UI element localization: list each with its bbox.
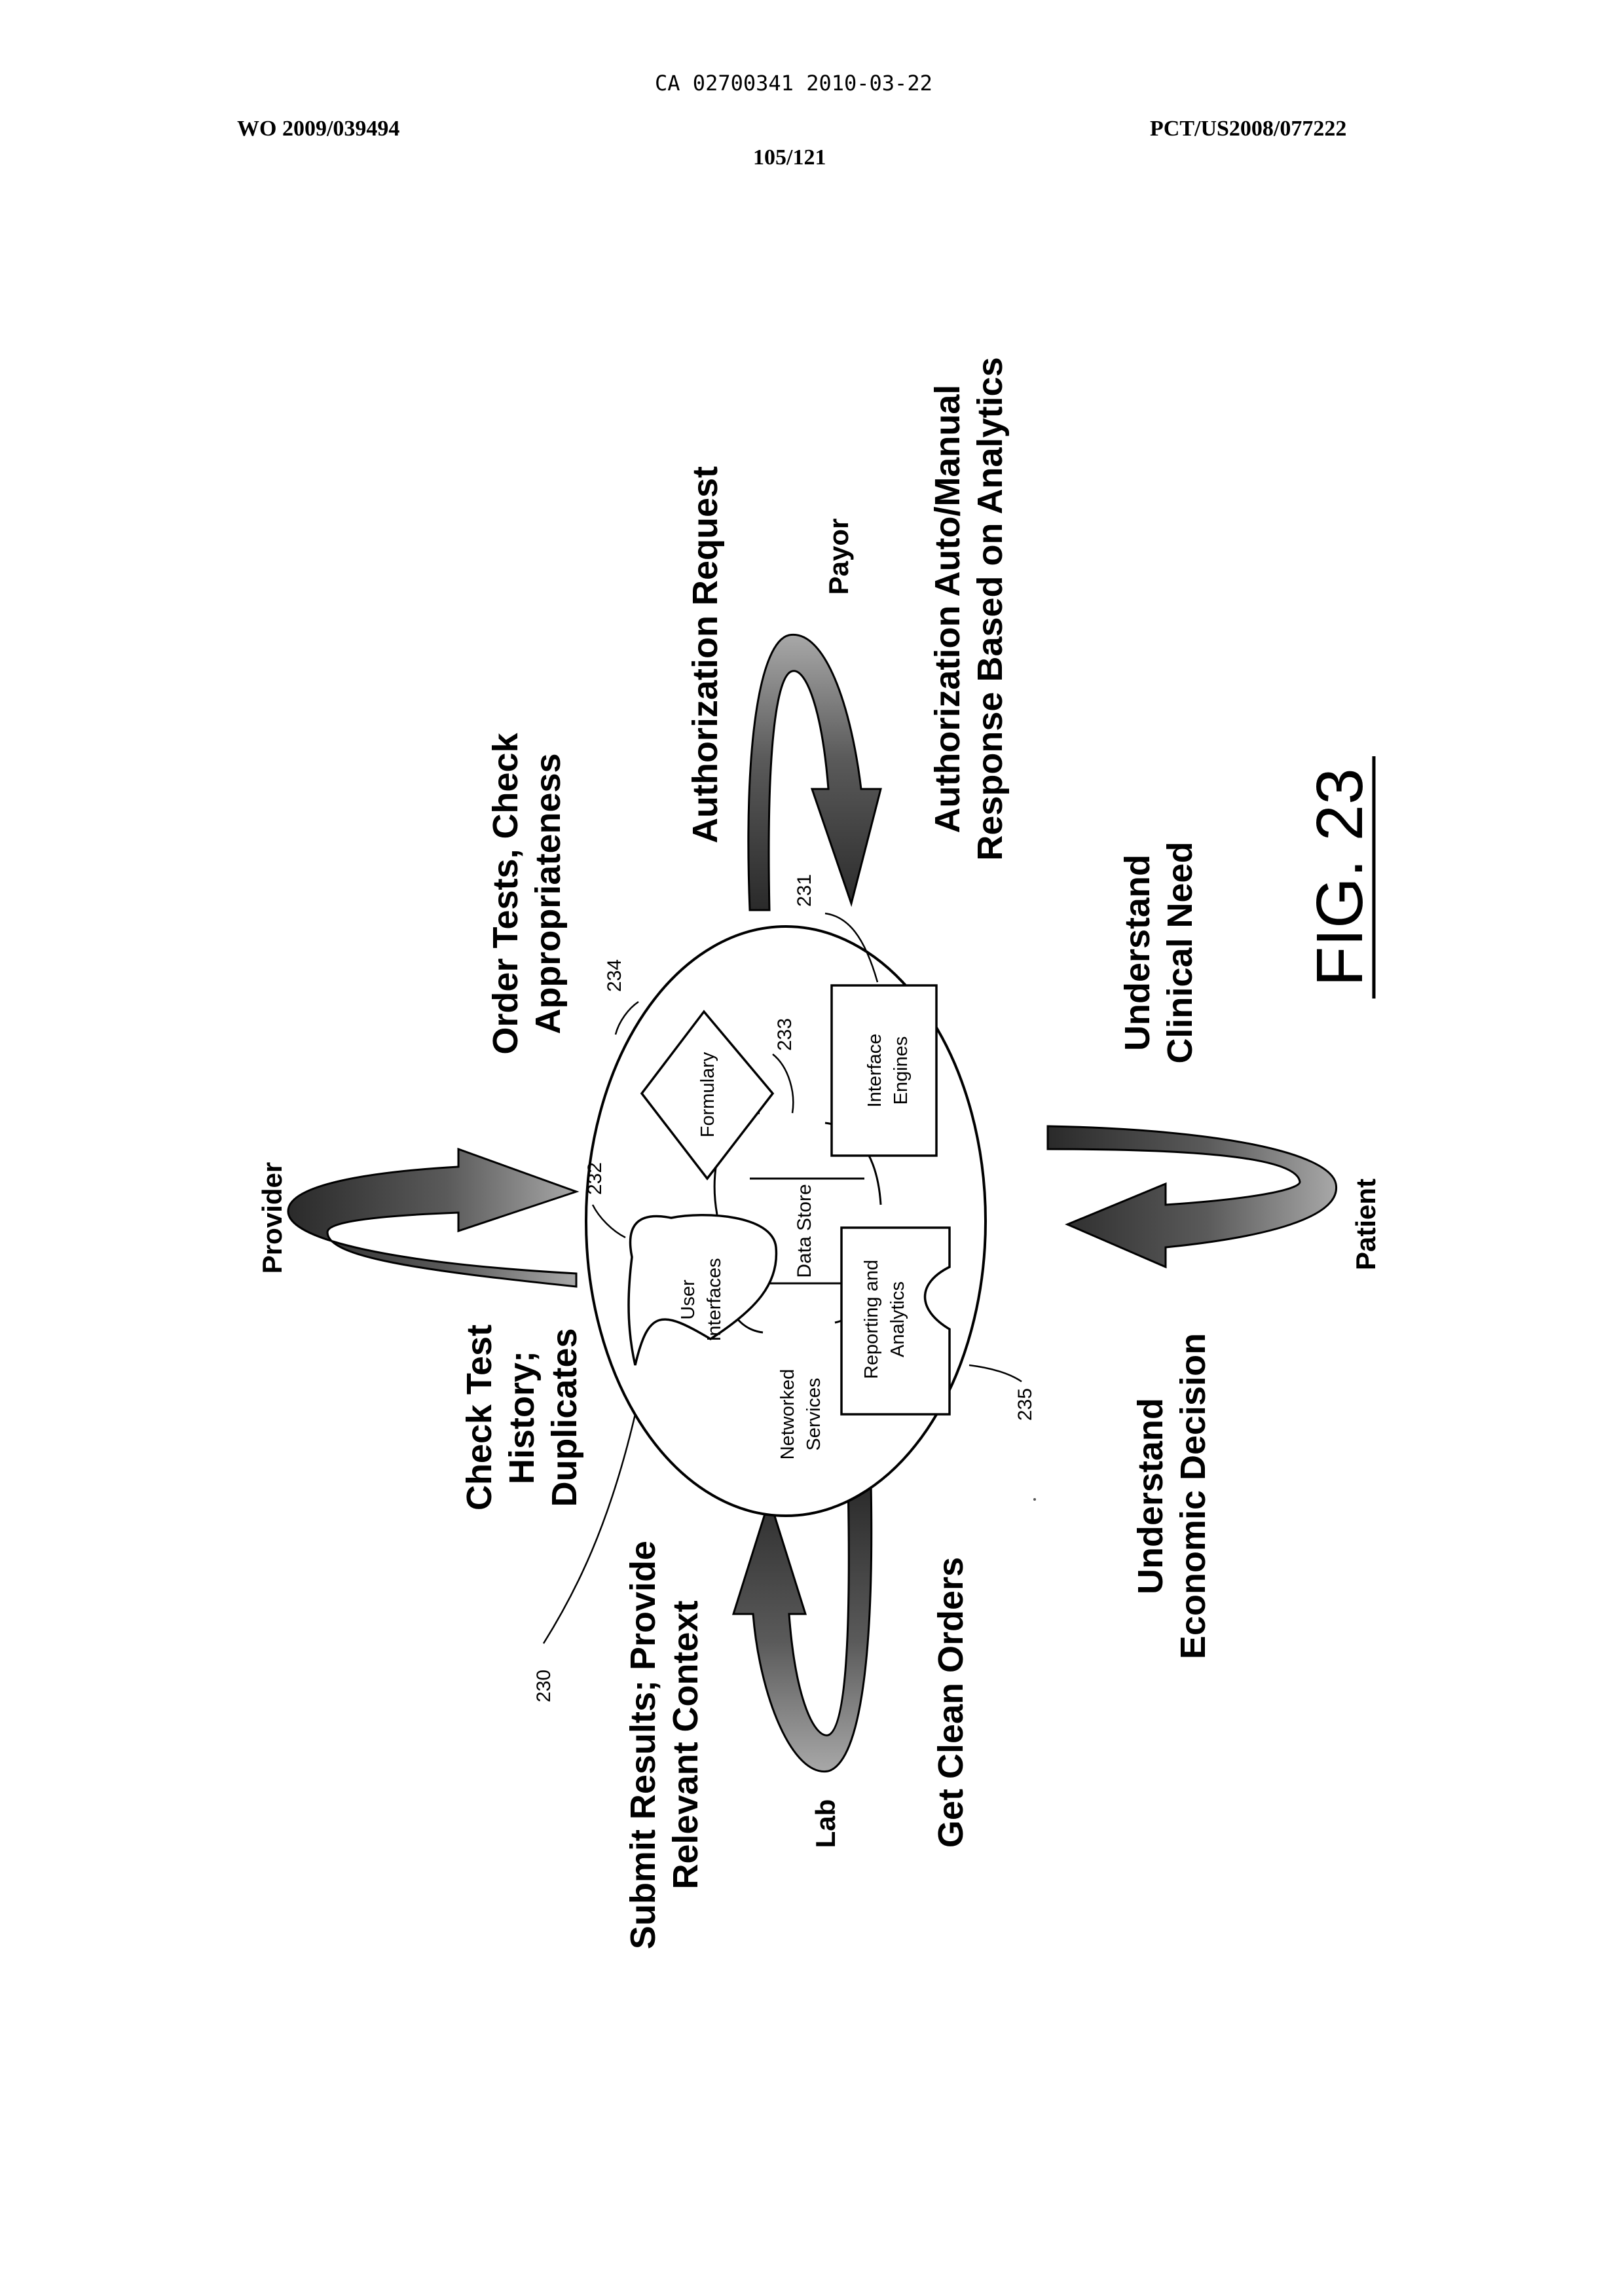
check-history-line-3: Duplicates [545, 1328, 584, 1507]
party-lab: Lab [810, 1799, 841, 1848]
reporting-label-2: Analytics [887, 1281, 908, 1357]
figure-label: FIG. 23 [1303, 756, 1376, 999]
submit-results-line-2: Relevant Context [666, 1600, 705, 1889]
reporting-analytics-shape: Reporting and Analytics [841, 1228, 950, 1414]
ref-234: 234 [604, 959, 625, 992]
lab-loop-arrow [733, 1483, 872, 1772]
submit-results-line-1: Submit Results; Provide [623, 1541, 663, 1949]
clinical-need-line-2: Clinical Need [1160, 841, 1200, 1063]
party-payor: Payor [823, 519, 854, 595]
user-interfaces-label-1: User [678, 1279, 699, 1320]
party-patient: Patient [1350, 1179, 1381, 1270]
ref-232: 232 [584, 1162, 606, 1195]
user-interfaces-label-2: Interfaces [704, 1258, 725, 1341]
clean-orders-label: Get Clean Orders [931, 1557, 970, 1848]
reporting-label-1: Reporting and [861, 1260, 882, 1379]
ref-231: 231 [794, 874, 815, 907]
interface-engines-box: Interface Engines [832, 985, 936, 1156]
order-tests-line-2: Appropriateness [528, 753, 568, 1034]
provider-loop-arrow [288, 1149, 576, 1287]
ref-233: 233 [774, 1018, 796, 1051]
formulary-label: Formulary [697, 1052, 718, 1137]
auth-request-label: Authorization Request [686, 466, 725, 843]
auth-response-line-2: Response Based on Analytics [970, 357, 1010, 860]
speck [1033, 1498, 1036, 1501]
check-history-line-1: Check Test [460, 1325, 499, 1511]
patient-loop-arrow [1048, 1126, 1337, 1267]
clinical-need-line-1: Understand [1118, 854, 1157, 1051]
economic-decision-line-1: Understand [1131, 1398, 1170, 1594]
figure-label-text: FIG. 23 [1303, 768, 1376, 986]
order-tests-line-1: Order Tests, Check [486, 732, 525, 1054]
interface-engines-label-2: Engines [891, 1036, 912, 1105]
networked-label-1: Networked [777, 1369, 798, 1460]
networked-label-2: Services [803, 1378, 824, 1450]
interface-engines-label-1: Interface [864, 1034, 885, 1108]
data-store-label: Data Store [794, 1184, 815, 1277]
payor-loop-arrow [748, 634, 881, 910]
party-provider: Provider [257, 1162, 287, 1274]
ref-230: 230 [533, 1670, 555, 1702]
auth-response-line-1: Authorization Auto/Manual [928, 385, 967, 834]
ref-235: 235 [1014, 1388, 1036, 1421]
economic-decision-line-2: Economic Decision [1173, 1333, 1213, 1659]
check-history-line-2: History; [502, 1351, 542, 1484]
